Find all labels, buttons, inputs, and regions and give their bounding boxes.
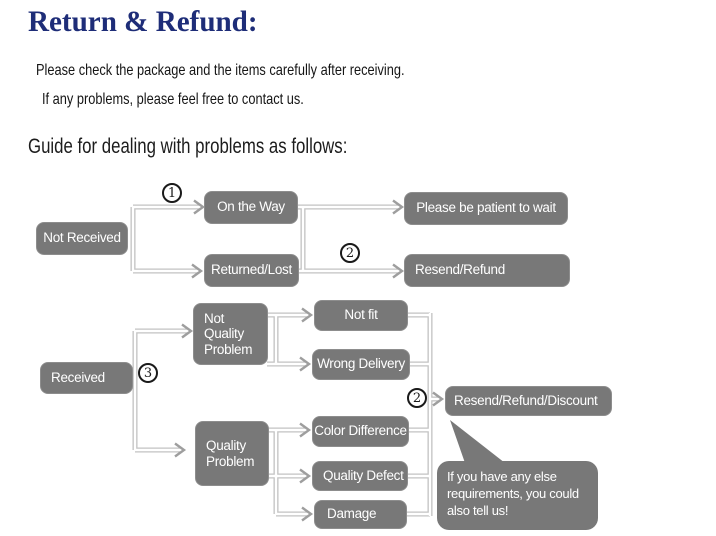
node-on-the-way: On the Way [204, 191, 298, 224]
node-resend-refund: Resend/Refund [404, 254, 570, 287]
node-not-received: Not Received [36, 222, 128, 255]
guide-heading-text: Guide for dealing with problems as follo… [28, 135, 348, 158]
node-returned-lost: Returned/Lost [204, 254, 299, 287]
intro-line-1-text: Please check the package and the items c… [36, 62, 405, 79]
page-title: Return & Refund: [28, 5, 265, 39]
node-not-fit: Not fit [314, 300, 408, 331]
node-please-be-patient: Please be patient to wait [404, 192, 568, 225]
marker-2-circle-top: 2 [340, 243, 360, 263]
intro-line-1: Please check the package and the items c… [36, 61, 497, 81]
speech-bubble-tail [450, 420, 505, 463]
node-quality-defect: Quality Defect [312, 461, 408, 491]
page-title-text: Return & Refund: [28, 5, 258, 38]
guide-heading: Guide for dealing with problems as follo… [28, 134, 427, 160]
intro-line-2: If any problems, please feel free to con… [42, 90, 369, 110]
marker-3-circle: 3 [138, 363, 158, 383]
node-quality-problem: Quality Problem [195, 421, 269, 486]
arrowhead-chevrons [174, 199, 445, 522]
marker-2-circle-bottom: 2 [407, 388, 427, 408]
node-wrong-delivery: Wrong Delivery [312, 349, 410, 380]
marker-1-circle: 1 [162, 183, 182, 203]
speech-bubble: If you have any else requirements, you c… [437, 461, 598, 530]
node-not-quality-problem: Not Quality Problem [193, 303, 268, 365]
node-resend-refund-discount: Resend/Refund/Discount [445, 386, 612, 416]
node-color-difference: Color Difference [312, 416, 409, 447]
intro-line-2-text: If any problems, please feel free to con… [42, 91, 304, 108]
node-damage: Damage [314, 500, 407, 529]
node-received: Received [40, 362, 133, 394]
